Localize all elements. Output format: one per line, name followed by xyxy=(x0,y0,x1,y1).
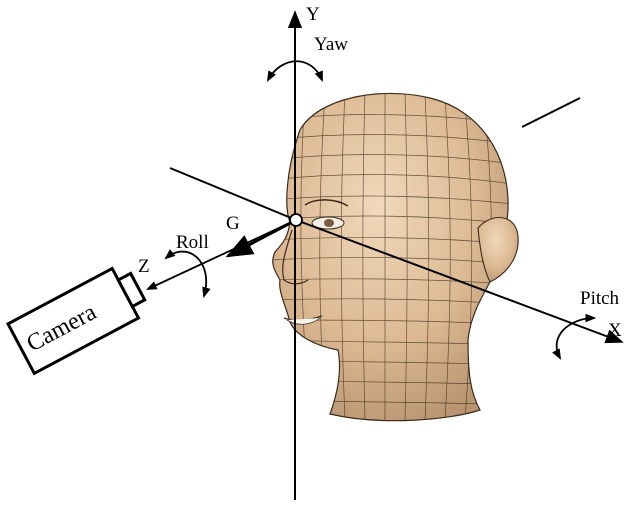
camera-icon: Camera xyxy=(8,262,151,373)
g-label: G xyxy=(226,213,240,234)
origin-point xyxy=(290,214,302,226)
y-axis-label: Y xyxy=(306,4,320,25)
roll-label: Roll xyxy=(176,232,209,253)
pitch-label: Pitch xyxy=(580,288,620,309)
roll-rotation-arrow-icon xyxy=(166,252,206,296)
x-axis-hidden-segment xyxy=(522,98,580,127)
z-axis-label: Z xyxy=(138,256,150,277)
x-axis-label: X xyxy=(608,320,622,341)
yaw-label: Yaw xyxy=(314,34,348,55)
